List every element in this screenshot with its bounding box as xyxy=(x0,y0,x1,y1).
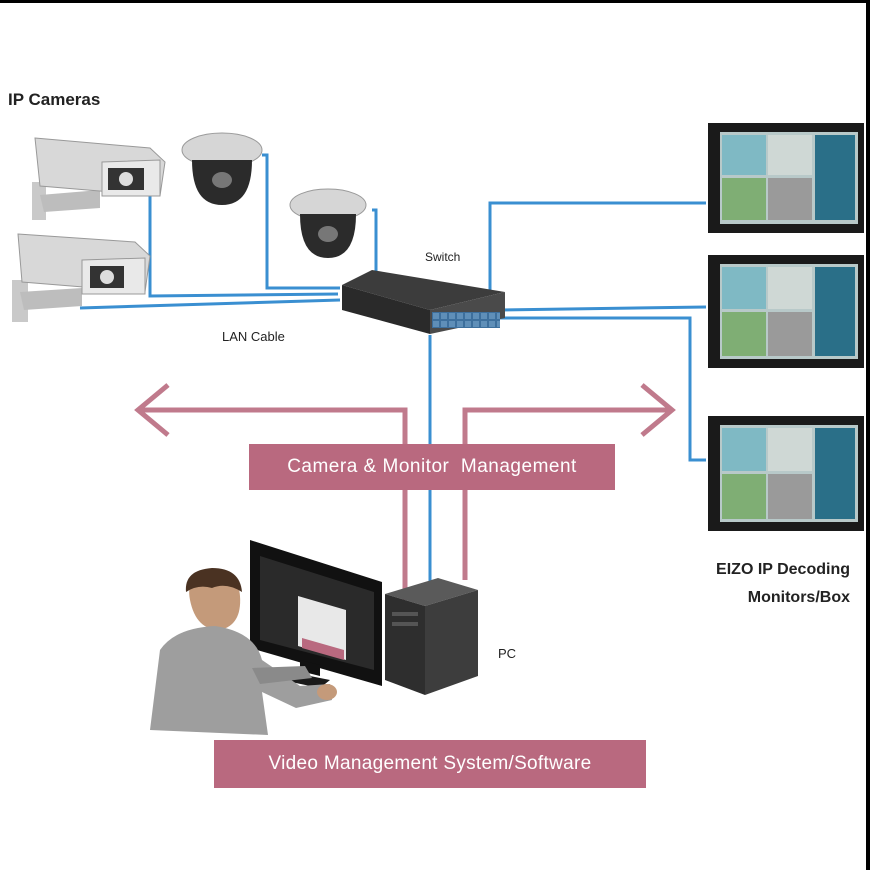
bullet-camera-icon xyxy=(12,233,151,322)
operator-at-desktop-icon xyxy=(150,568,337,735)
management-arrows xyxy=(134,383,676,600)
decoding-monitor-icon xyxy=(708,255,864,368)
pc-label: PC xyxy=(498,646,517,661)
monitors-label-line1: EIZO IP Decoding xyxy=(716,561,850,578)
monitors-label-line2: Monitors/Box xyxy=(747,589,850,606)
video-management-system-label: Video Management System/Software xyxy=(268,753,592,774)
desktop-monitor-icon xyxy=(250,540,382,688)
decoding-monitor-icon xyxy=(708,416,864,531)
dome-camera-icon xyxy=(289,188,367,258)
camera-monitor-management-label: Camera & Monitor Management xyxy=(287,456,577,477)
camera-monitor-management-box: Camera & Monitor Management xyxy=(249,444,615,490)
decoding-monitor-icon xyxy=(708,123,864,233)
top-border xyxy=(0,0,870,3)
lan-cables xyxy=(79,153,707,590)
bullet-camera-icon xyxy=(32,137,166,220)
ip-cameras-label: IP Cameras xyxy=(8,90,101,109)
monitors-label: EIZO IP Decoding Monitors/Box xyxy=(650,556,850,612)
lan-cable-label: LAN Cable xyxy=(222,329,285,344)
pc-tower-icon xyxy=(385,578,478,695)
switch-label: Switch xyxy=(425,250,461,264)
dome-camera-icon xyxy=(181,132,263,205)
right-border xyxy=(866,0,870,870)
network-switch-icon xyxy=(342,270,505,334)
video-management-system-box: Video Management System/Software xyxy=(214,740,646,788)
